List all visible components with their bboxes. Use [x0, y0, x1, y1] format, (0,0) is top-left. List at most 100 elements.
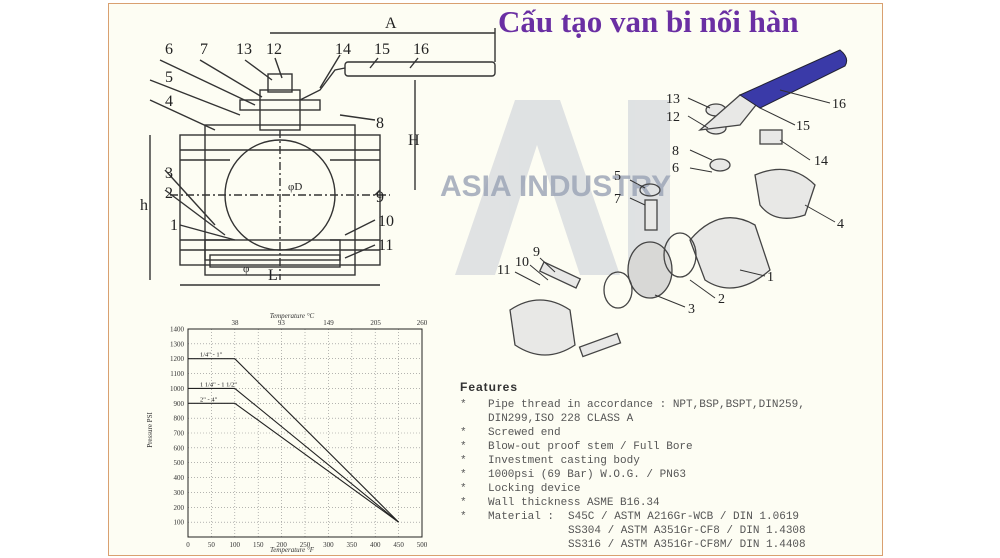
feature-text: Screwed end — [488, 427, 561, 439]
x2-tick-label: 260 — [417, 319, 428, 327]
leader — [529, 264, 549, 281]
bolt-part — [538, 261, 582, 289]
callout-7: 7 — [200, 41, 208, 58]
feature-text: Blow-out proof stem / Full Bore — [488, 441, 693, 453]
dim-a-label: A — [385, 15, 397, 32]
material-row: *Material :S45C / ASTM A216Gr-WCB / DIN … — [460, 510, 880, 524]
dim-phi-label: φ — [243, 263, 249, 275]
ex-callout-11: 11 — [497, 263, 510, 278]
feature-text: Locking device — [488, 483, 581, 495]
material-text: SS304 / ASTM A351Gr-CF8 / DIN 1.4308 — [568, 525, 806, 537]
chart-plot-border — [187, 328, 423, 538]
bolt-part-2 — [578, 332, 622, 358]
x-tick-label: 0 — [186, 541, 190, 549]
x-tick-label: 500 — [417, 541, 428, 549]
feature-item: *Locking device — [460, 482, 880, 496]
dim-h2-label: h — [140, 197, 148, 214]
features-panel: Features *Pipe thread in accordance : NP… — [460, 380, 880, 552]
x-tick-label: 250 — [300, 541, 311, 549]
bolt-nut — [209, 254, 341, 268]
end-cap-right — [754, 168, 816, 219]
chart-y-label: Pressure PSI — [146, 412, 154, 448]
callout-6: 6 — [165, 41, 173, 58]
y-tick-label: 1400 — [170, 326, 185, 334]
feature-text: DIN299,ISO 228 CLASS A — [488, 413, 634, 425]
material-label: Material : — [488, 511, 555, 523]
callout-8: 8 — [376, 115, 384, 132]
bolt — [204, 239, 341, 261]
ball-part — [627, 241, 673, 299]
leader — [629, 197, 646, 206]
x2-tick-label: 38 — [231, 319, 239, 327]
leader — [159, 59, 256, 106]
stop-pin — [644, 199, 658, 231]
callout-9: 9 — [376, 189, 384, 206]
callout-13: 13 — [236, 41, 252, 58]
series-label: 1 1/4" - 1 1/2" — [200, 381, 237, 388]
leader — [369, 57, 379, 69]
x-tick-label: 100 — [230, 541, 241, 549]
x2-tick-label: 149 — [323, 319, 334, 327]
leader — [539, 257, 556, 273]
series-label: 1/4" - 1" — [200, 352, 223, 359]
handle-grip — [344, 61, 496, 77]
leader — [689, 149, 713, 161]
leader — [199, 59, 263, 98]
leader — [629, 179, 646, 189]
bullet: * — [460, 455, 467, 467]
material-text: SS316 / ASTM A351Gr-CF8M/ DIN 1.4408 — [568, 539, 806, 551]
ex-callout-2: 2 — [718, 292, 725, 307]
feature-item: * Investment casting body — [460, 454, 880, 468]
material-spacer — [488, 538, 568, 552]
feature-text: Pipe thread in accordance : NPT,BSP,BSPT… — [488, 399, 805, 411]
y-tick-label: 1300 — [170, 340, 185, 348]
ex-callout-1: 1 — [767, 270, 774, 285]
feature-text: 1000psi (69 Bar) W.O.G. / PN63 — [488, 469, 687, 481]
watermark-text: ASIA INDUSTRY — [440, 170, 671, 203]
y-tick-label: 700 — [174, 430, 185, 438]
ex-callout-3: 3 — [688, 302, 695, 317]
callout-15: 15 — [374, 41, 390, 58]
chart-axes — [187, 328, 423, 538]
chart-x-label: Temperature °F — [270, 546, 315, 554]
seat-part-2 — [603, 271, 633, 309]
leader — [344, 219, 376, 236]
chart-x2-label: Temperature °C — [270, 312, 315, 320]
leader — [759, 107, 796, 126]
gland — [239, 99, 321, 111]
ex-callout-7: 7 — [614, 192, 621, 207]
material-spacer — [488, 524, 568, 538]
material-text: S45C / ASTM A216Gr-WCB / DIN 1.0619 — [568, 511, 800, 523]
callout-4: 4 — [165, 93, 173, 110]
leader — [149, 99, 216, 131]
chart-series: 1/4" - 1"1 1/4" - 1 1/2"2" - 4" — [188, 352, 399, 523]
ex-callout-14: 14 — [814, 154, 828, 169]
y-tick-label: 1200 — [170, 355, 185, 363]
leader — [244, 59, 273, 81]
x-tick-label: 150 — [253, 541, 264, 549]
ex-callout-12: 12 — [666, 110, 680, 125]
y-tick-label: 600 — [174, 444, 185, 452]
watermark-letter-a — [455, 100, 620, 275]
page-title: Cấu tạo van bi nối hàn — [498, 4, 799, 39]
callout-11: 11 — [378, 237, 393, 254]
callout-3: 3 — [165, 165, 173, 182]
feature-item: DIN299,ISO 228 CLASS A — [460, 412, 880, 426]
leader — [344, 244, 376, 259]
feature-text: Investment casting body — [488, 455, 640, 467]
callout-14: 14 — [335, 41, 351, 58]
ex-callout-10: 10 — [515, 255, 529, 270]
leader — [689, 279, 716, 299]
feature-text: Wall thickness ASME B16.34 — [488, 497, 660, 509]
material-row: SS304 / ASTM A351Gr-CF8 / DIN 1.4308 — [460, 524, 880, 538]
chart-grid — [187, 328, 423, 537]
y-tick-label: 1100 — [170, 370, 184, 378]
seat-part — [663, 232, 697, 278]
y-tick-label: 900 — [174, 400, 185, 408]
dim-phid-label: φD — [288, 181, 302, 193]
ex-callout-15: 15 — [796, 119, 810, 134]
y-tick-label: 400 — [174, 474, 185, 482]
leader — [779, 139, 811, 161]
